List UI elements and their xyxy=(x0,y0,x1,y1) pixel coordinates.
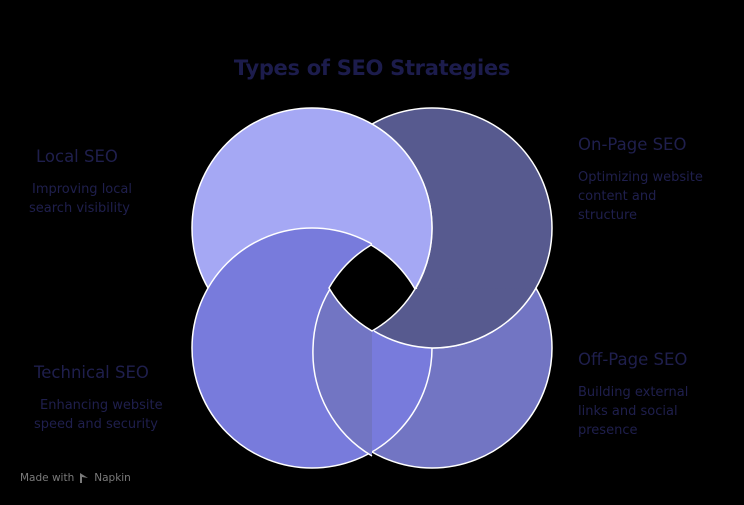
label-technical-seo: Technical SEO Enhancing website speed an… xyxy=(34,363,163,434)
footer-brand: Napkin xyxy=(94,472,131,484)
technical-seo-title: Technical SEO xyxy=(34,363,149,382)
offpage-seo-desc-line3: presence xyxy=(578,423,638,438)
local-seo-desc-line2: search visibility xyxy=(29,201,130,216)
diagram-title: Types of SEO Strategies xyxy=(233,56,511,80)
local-seo-title: Local SEO xyxy=(36,147,118,166)
technical-seo-desc-line2: speed and security xyxy=(34,417,158,432)
onpage-seo-desc-line3: structure xyxy=(578,208,637,223)
offpage-seo-desc-line1: Building external xyxy=(578,385,689,400)
offpage-seo-desc-line2: links and social xyxy=(578,404,678,419)
onpage-front-lens xyxy=(374,288,536,349)
onpage-seo-desc-line2: content and xyxy=(578,189,657,204)
footer-prefix: Made with xyxy=(20,472,75,484)
local-front-lens xyxy=(372,124,433,289)
offpage-front-lens xyxy=(312,289,372,456)
technical-seo-desc-line1: Enhancing website xyxy=(40,398,163,413)
label-onpage-seo: On-Page SEO Optimizing website content a… xyxy=(578,135,703,225)
label-offpage-seo: Off-Page SEO Building external links and… xyxy=(578,350,688,440)
made-with-napkin-badge[interactable]: Made with Napkin xyxy=(20,472,131,484)
offpage-seo-title: Off-Page SEO xyxy=(578,350,688,369)
onpage-seo-title: On-Page SEO xyxy=(578,135,687,154)
center-gap xyxy=(328,244,416,332)
onpage-seo-desc-line1: Optimizing website xyxy=(578,170,703,185)
label-local-seo: Local SEO Improving local search visibil… xyxy=(29,147,132,218)
local-seo-desc-line1: Improving local xyxy=(32,182,132,197)
napkin-logo-icon xyxy=(80,473,89,483)
